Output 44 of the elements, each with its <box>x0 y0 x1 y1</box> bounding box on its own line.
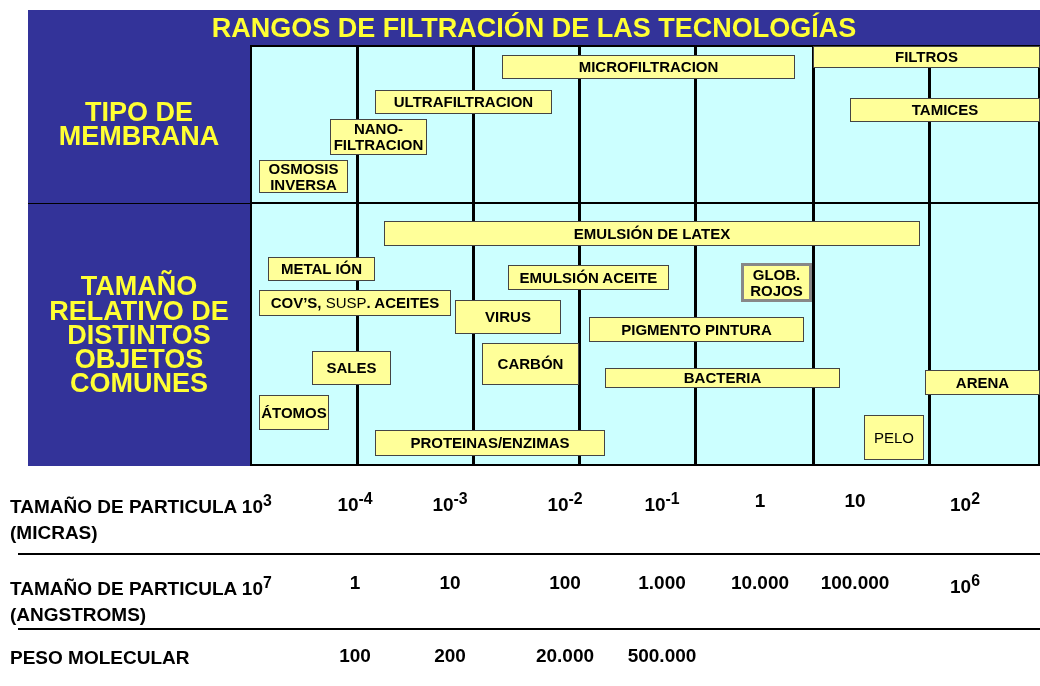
range-bar: FILTROS <box>813 46 1040 68</box>
scale-value: 10 <box>843 490 867 512</box>
range-bar: ARENA <box>925 370 1040 395</box>
range-bar: BACTERIA <box>605 368 840 388</box>
range-bar: EMULSIÓN ACEITE <box>508 265 669 290</box>
scale-value: 1.000 <box>637 572 687 594</box>
scale-value: 10$^{-4}$ <box>336 490 374 517</box>
row-header-panel: TIPO DE MEMBRANA <box>28 45 250 203</box>
range-bar: PROTEINAS/ENZIMAS <box>375 430 605 456</box>
row-label: TAMAÑO DE PARTICULA 10$^{3}$ (MICRAS) <box>10 491 272 545</box>
scale-value: 10 <box>438 572 462 594</box>
scale-value: 100.000 <box>819 572 891 594</box>
scale-value: 1 <box>348 572 362 594</box>
range-bar: TAMICES <box>850 98 1040 122</box>
row-label: TAMAÑO DE PARTICULA 10$^{7}$ (ANGSTROMS) <box>10 573 272 627</box>
range-bar: PELO <box>864 415 924 460</box>
range-bar: NANO- FILTRACION <box>330 119 427 155</box>
range-bar: EMULSIÓN DE LATEX <box>384 221 920 246</box>
scale-value: 10$^{-2}$ <box>546 490 584 517</box>
range-bar: METAL IÓN <box>268 257 375 281</box>
scale-value: 100 <box>548 572 582 594</box>
range-bar: COV’S, SUSP. ACEITES <box>259 290 451 316</box>
range-bar: ULTRAFILTRACION <box>375 90 552 114</box>
range-bar: SALES <box>312 351 391 385</box>
scale-value: 1 <box>753 490 767 512</box>
scale-value: 10$^{-3}$ <box>431 490 469 517</box>
chart-title: RANGOS DE FILTRACIÓN DE LAS TECNOLOGÍAS <box>210 12 858 45</box>
range-bar: OSMOSIS INVERSA <box>259 160 348 193</box>
scale-value: 10.000 <box>729 572 791 594</box>
row-label: PESO MOLECULAR <box>10 646 191 670</box>
scale-value: 10$^{-1}$ <box>643 490 681 517</box>
range-bar: CARBÓN <box>482 343 579 385</box>
scale-value: 100 <box>338 645 372 667</box>
row-header-panel: TAMAÑO RELATIVO DE DISTINTOS OBJETOS COMUNES <box>28 204 250 466</box>
scale-value: 20.000 <box>534 645 596 667</box>
scale-value: 200 <box>433 645 467 667</box>
range-bar: GLOB. ROJOS <box>741 263 812 302</box>
scale-value: 10$^{2}$ <box>949 490 981 517</box>
range-bar: MICROFILTRACION <box>502 55 795 79</box>
range-bar: VIRUS <box>455 300 561 334</box>
scale-value: 500.000 <box>626 645 698 667</box>
scale-value: 10$^{6}$ <box>949 572 981 599</box>
range-bar: ÁTOMOS <box>259 395 329 430</box>
range-bar: PIGMENTO PINTURA <box>589 317 804 342</box>
